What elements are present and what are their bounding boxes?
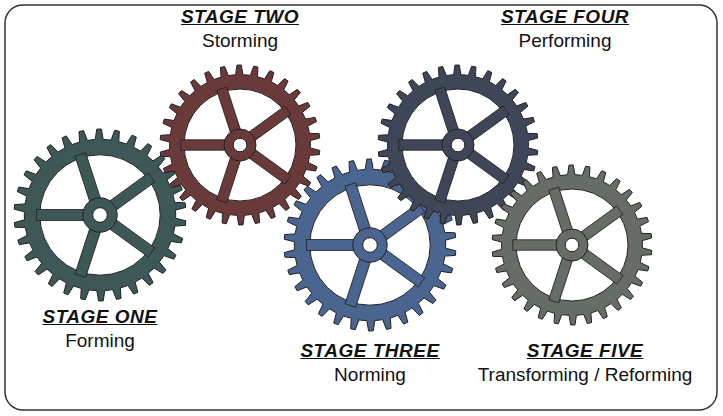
gear-teeth	[492, 165, 652, 325]
stage-name: Performing	[519, 30, 612, 52]
stage-name: Forming	[65, 330, 135, 352]
stage-heading: STAGE FOUR	[501, 6, 629, 28]
gear-icon	[490, 163, 654, 327]
gear-hub	[442, 129, 474, 161]
gear-hub	[224, 129, 256, 161]
gear-hole	[565, 238, 579, 252]
stage-heading: STAGE FIVE	[527, 340, 644, 362]
gear-hub	[83, 198, 117, 232]
gear-hub	[556, 229, 588, 261]
stage-heading: STAGE THREE	[300, 340, 439, 362]
gear-stage: STAGE FIVETransforming / Reforming	[490, 163, 654, 327]
stage-heading: STAGE ONE	[43, 306, 158, 328]
stage-name: Transforming / Reforming	[478, 364, 693, 386]
stage-name: Storming	[202, 30, 278, 52]
gear-teeth	[14, 129, 186, 301]
gear-hub	[353, 228, 387, 262]
gear-hole	[93, 208, 108, 223]
frame-border	[5, 5, 717, 410]
gear-hole	[451, 138, 465, 152]
gear-teeth	[378, 65, 538, 225]
gear-hole	[233, 138, 247, 152]
stage-name: Norming	[334, 364, 406, 386]
stage-heading: STAGE TWO	[181, 6, 299, 28]
gear-hole	[363, 238, 378, 253]
